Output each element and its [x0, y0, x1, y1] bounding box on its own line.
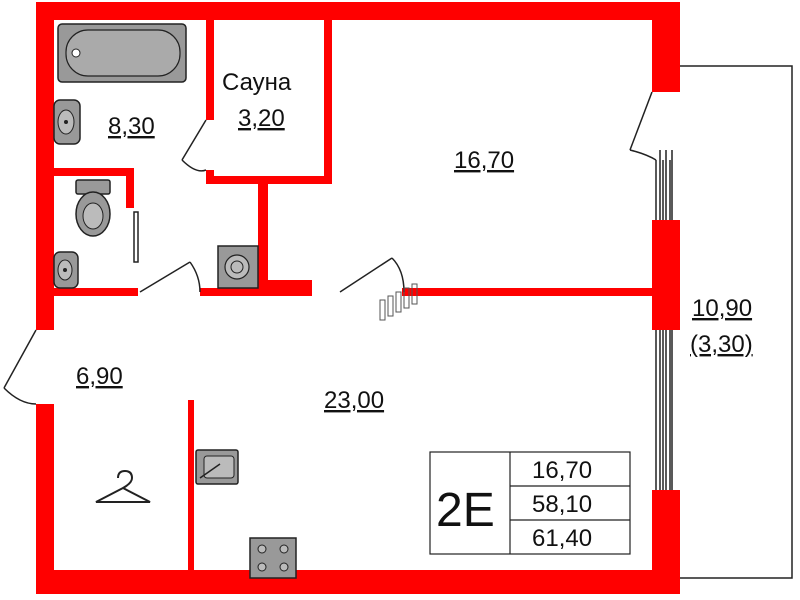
- bedroom-area: 16,70: [454, 147, 514, 174]
- bathroom-area: 8,30: [108, 113, 155, 140]
- sink-icon: [53, 251, 79, 289]
- sink-icon: [53, 99, 81, 145]
- apartment-type: 2E: [436, 484, 495, 537]
- hall-area: 6,90: [76, 363, 123, 390]
- kitchen-living-area: 23,00: [324, 387, 384, 414]
- stove-icon: [249, 537, 297, 579]
- balcony-reduced-area: (3,30): [690, 331, 753, 358]
- toilet-icon: [75, 179, 111, 237]
- living-area-value: 16,70: [532, 457, 592, 484]
- hanger-icon: [95, 469, 151, 503]
- balcony-area: 10,90: [692, 295, 752, 322]
- radiator-icon: [379, 283, 418, 321]
- walls: [36, 2, 680, 594]
- total-area-value: 58,10: [532, 491, 592, 518]
- doors: [3, 91, 657, 405]
- washing-machine-icon: [217, 245, 259, 289]
- kitchen-sink-icon: [195, 449, 239, 485]
- windows: [655, 160, 671, 490]
- bathtub: [57, 23, 187, 83]
- sauna-area: 3,20: [238, 105, 285, 132]
- sauna-label: Сауна: [222, 69, 292, 96]
- total-with-balcony-value: 61,40: [532, 525, 592, 552]
- area-legend: 2E 16,70 58,10 61,40: [429, 451, 631, 555]
